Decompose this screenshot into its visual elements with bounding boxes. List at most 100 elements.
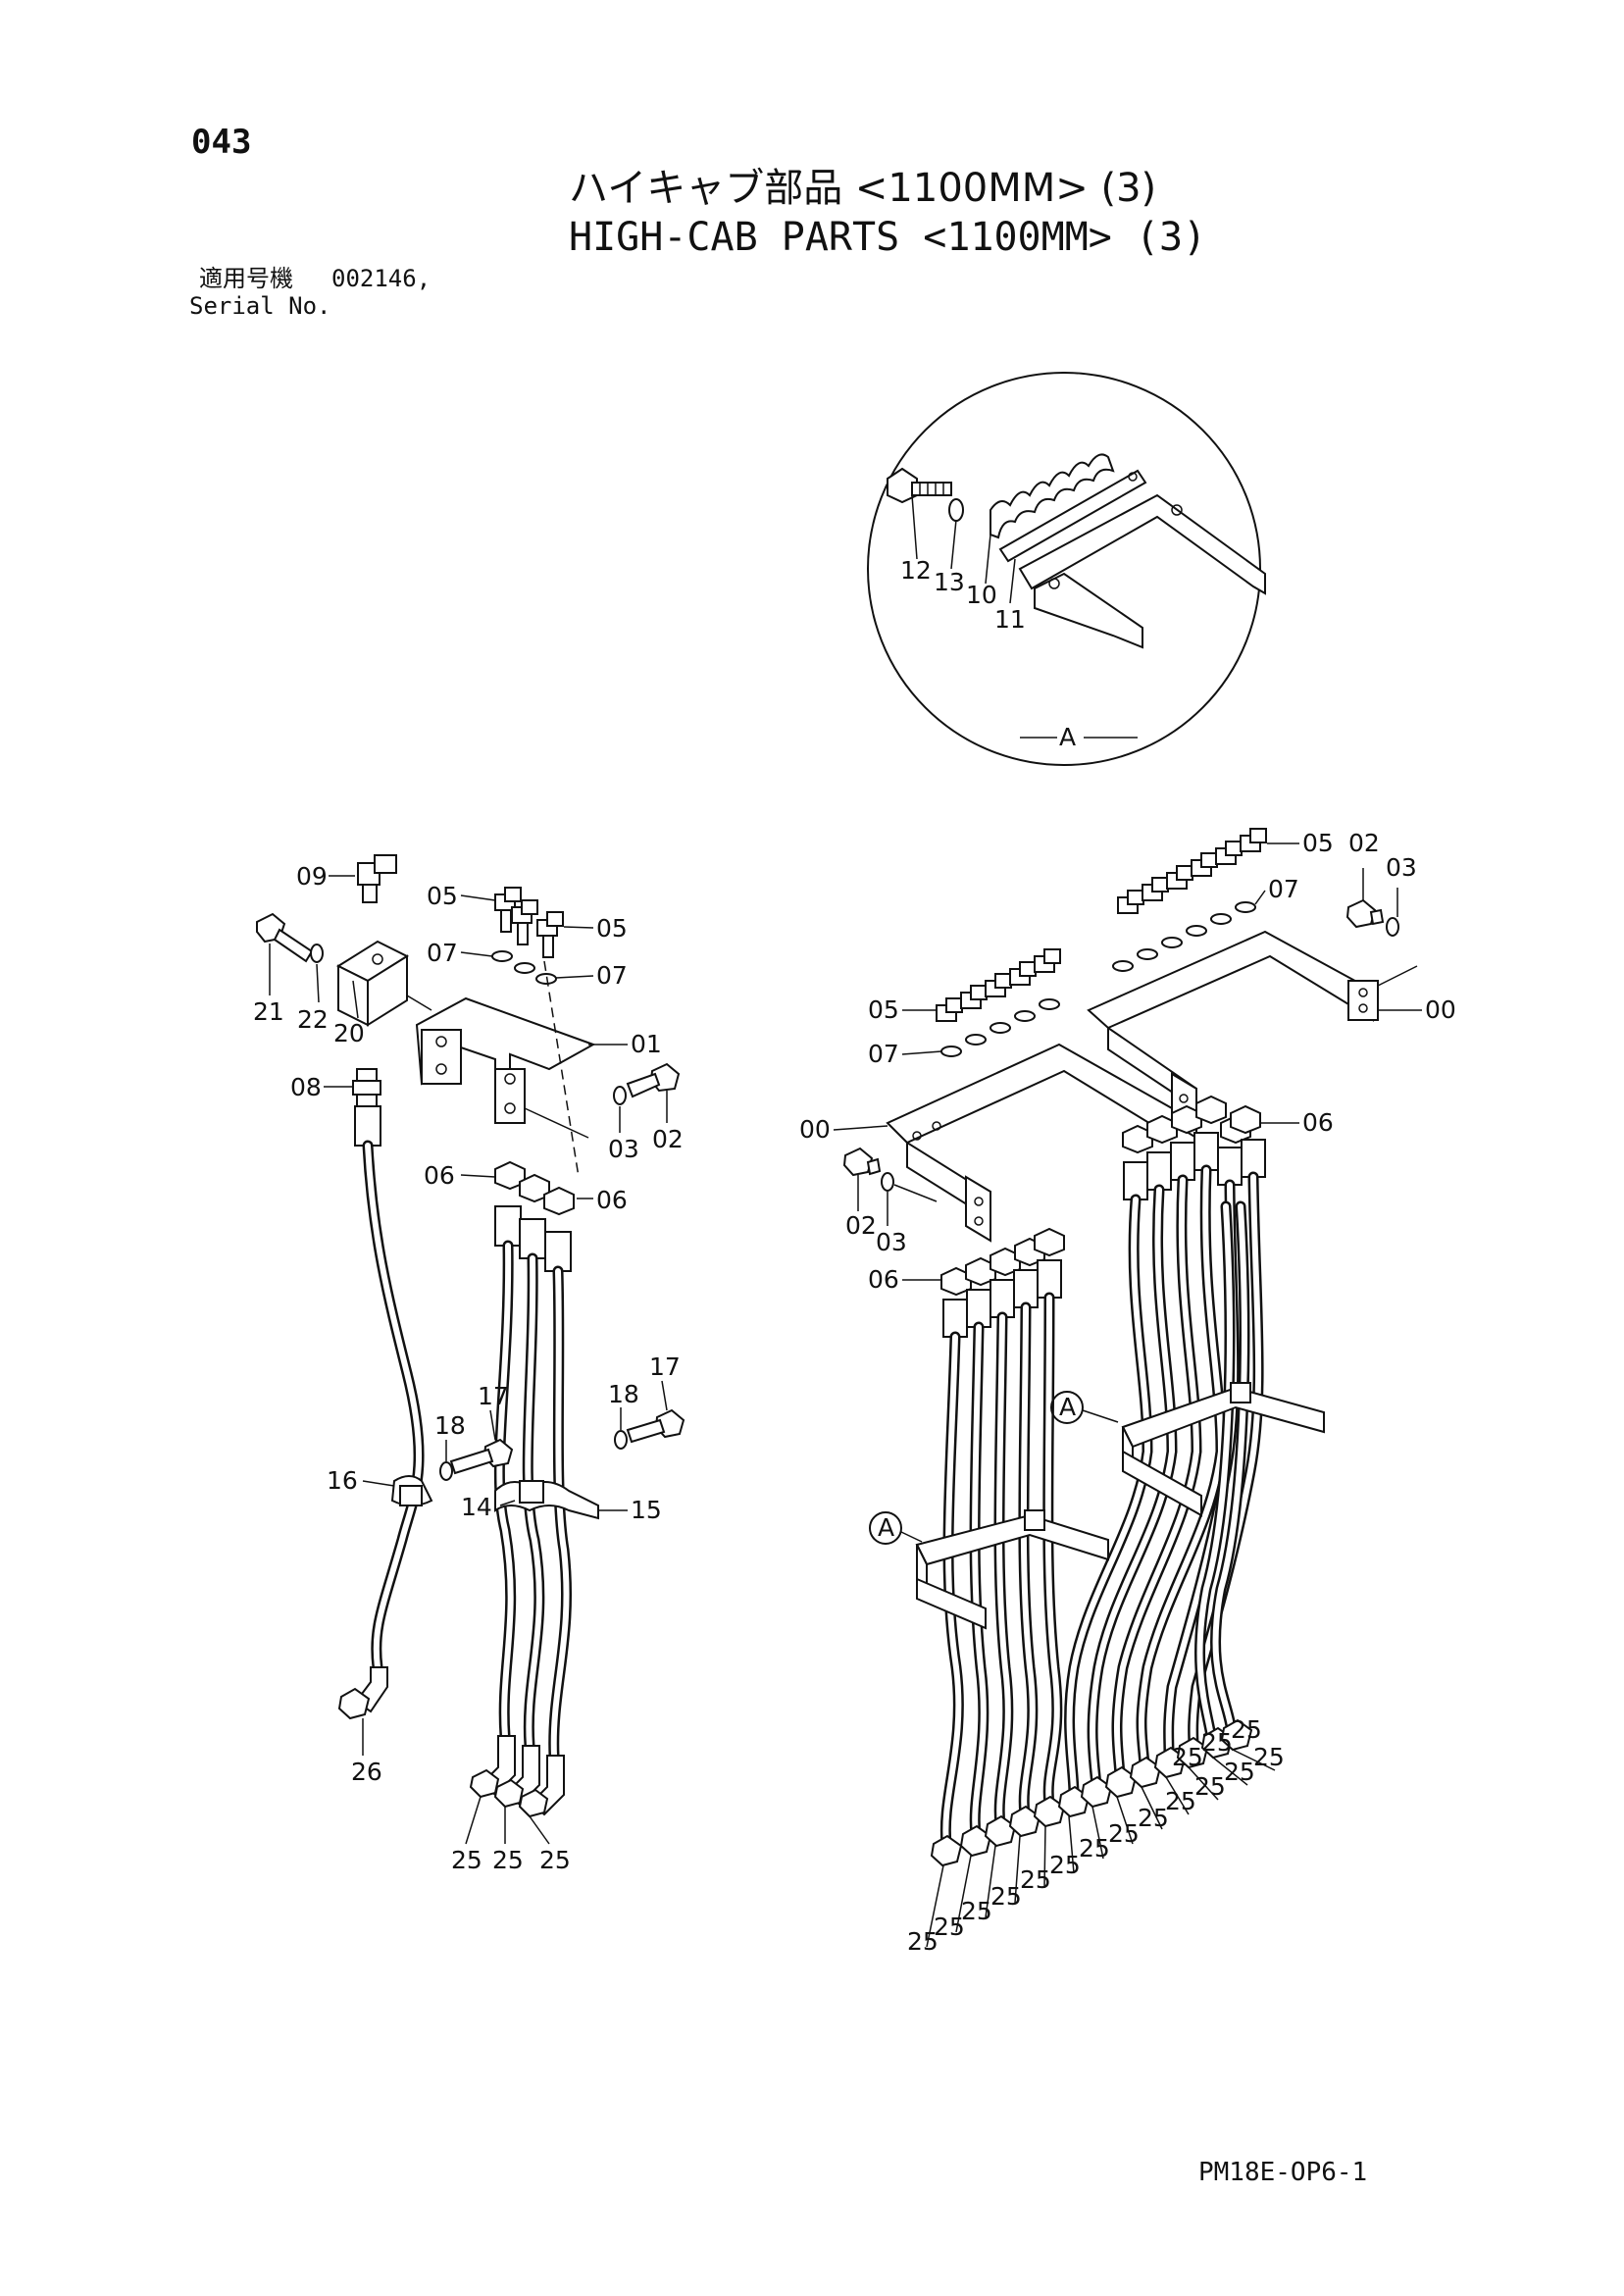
left-washer-18a — [439, 1461, 453, 1481]
callout-left-07b: 07 — [596, 961, 628, 990]
callout-left-25a: 25 — [451, 1846, 482, 1874]
callout-labels: 12 13 10 11 A 09 05 05 07 07 01 21 22 20… — [253, 556, 1456, 1956]
right-upper-bracket-00 — [1087, 930, 1418, 1140]
left-fittings-05 — [494, 887, 564, 958]
callout-right-a-lower: A — [878, 1513, 894, 1542]
detail-washer-13 — [948, 498, 964, 522]
right-assembly — [842, 828, 1418, 1867]
detail-bolt-12 — [887, 467, 952, 504]
detail-bracket — [1018, 493, 1266, 595]
callout-right-25-9: 25 — [1020, 1865, 1051, 1894]
callout-detail-10: 10 — [966, 581, 997, 609]
right-clamp-lower — [915, 1509, 1109, 1630]
left-bolt-21 — [256, 912, 314, 963]
left-hoses — [469, 1240, 573, 1818]
left-bolt-17a — [449, 1438, 514, 1475]
view-a-marker-upper — [1050, 1391, 1084, 1424]
serial-label-japanese: 適用号機 — [199, 265, 293, 292]
callout-right-05b: 05 — [868, 995, 899, 1024]
callout-left-02: 02 — [652, 1125, 684, 1153]
right-elbow-fittings-25 — [930, 1718, 1253, 1867]
view-a-marker-lower — [869, 1511, 902, 1545]
callout-left-05b: 05 — [596, 914, 628, 943]
callout-right-25-2: 25 — [1224, 1758, 1255, 1786]
callout-right-02a: 02 — [1348, 829, 1380, 857]
right-lower-fittings-05 — [936, 948, 1061, 1022]
callout-left-05a: 05 — [427, 882, 458, 910]
callout-left-25c: 25 — [539, 1846, 571, 1874]
left-hose-26 — [337, 1105, 425, 1720]
detail-plate-11 — [998, 469, 1147, 563]
callout-right-25-15: 25 — [1201, 1728, 1233, 1757]
detail-circle — [867, 372, 1261, 766]
callout-left-14: 14 — [461, 1493, 492, 1521]
left-washer-03 — [613, 1086, 627, 1105]
serial-number-value: 002146, — [331, 265, 431, 292]
callout-right-25-7: 25 — [1079, 1834, 1110, 1862]
callout-left-09: 09 — [296, 862, 328, 891]
callout-right-06b: 06 — [868, 1265, 899, 1294]
callout-detail-11: 11 — [994, 605, 1026, 634]
right-hose-ends-upper — [1123, 1132, 1266, 1200]
left-assembly — [256, 854, 685, 1818]
callout-right-25-16: 25 — [1231, 1715, 1262, 1744]
right-nuts-06-lower — [940, 1227, 1065, 1297]
callout-right-25-14: 25 — [1172, 1743, 1203, 1771]
callout-left-16: 16 — [327, 1466, 358, 1495]
title-japanese: ハイキャブ部品 <1100MM> (3) — [569, 166, 1157, 211]
callout-left-17b: 17 — [649, 1352, 681, 1381]
callout-left-26: 26 — [351, 1758, 382, 1786]
callout-right-25-8: 25 — [1049, 1851, 1081, 1879]
title-english: HIGH-CAB PARTS <1100MM> (3) — [569, 215, 1207, 260]
callout-left-07a: 07 — [427, 939, 458, 967]
right-washer-03-upper — [1386, 917, 1399, 937]
callout-right-25-10: 25 — [990, 1882, 1022, 1911]
callout-right-07a: 07 — [1268, 875, 1299, 903]
left-bolt-02 — [626, 1062, 681, 1098]
drawing-code: PM18E-OP6-1 — [1198, 2158, 1368, 2187]
callout-right-25-13: 25 — [907, 1927, 939, 1956]
callout-right-00b: 00 — [799, 1115, 831, 1144]
callout-left-03: 03 — [608, 1135, 639, 1163]
right-nuts-06-upper — [1122, 1095, 1261, 1154]
leader-lines — [269, 842, 1422, 1948]
callout-left-15: 15 — [631, 1496, 662, 1524]
callout-left-06b: 06 — [596, 1186, 628, 1214]
right-hoses — [939, 1164, 1264, 1850]
left-block-20 — [335, 940, 432, 1027]
callout-left-20: 20 — [333, 1019, 365, 1047]
callout-left-22: 22 — [297, 1005, 329, 1034]
callout-left-08: 08 — [290, 1073, 322, 1101]
right-upper-fittings-05 — [1117, 828, 1267, 914]
callout-right-03a: 03 — [1386, 853, 1417, 882]
right-upper-washers-07 — [1112, 901, 1256, 972]
callout-right-07b: 07 — [868, 1040, 899, 1068]
callout-detail-13: 13 — [934, 568, 965, 596]
right-lower-bracket-00 — [886, 1043, 1173, 1243]
callout-right-25-1: 25 — [1253, 1743, 1285, 1771]
callout-right-25-5: 25 — [1138, 1804, 1169, 1832]
callout-right-06a: 06 — [1302, 1108, 1334, 1137]
view-a-pointer-lower — [900, 1531, 923, 1543]
callout-right-25-3: 25 — [1194, 1772, 1226, 1801]
left-washer-22 — [310, 944, 324, 963]
callout-right-25-6: 25 — [1108, 1819, 1140, 1848]
callout-left-21: 21 — [253, 997, 284, 1026]
right-bolt-02-upper — [1345, 898, 1385, 929]
callout-left-17a: 17 — [478, 1382, 509, 1410]
callout-left-01: 01 — [631, 1030, 662, 1058]
serial-label-english: Serial No. — [189, 292, 331, 320]
page-number: 043 — [191, 123, 252, 162]
left-clamp-16 — [390, 1475, 433, 1506]
callout-right-25-11: 25 — [961, 1897, 992, 1925]
callout-detail-a: A — [1059, 723, 1076, 751]
left-washer-18b — [614, 1430, 628, 1450]
right-lower-washers-07 — [940, 998, 1060, 1057]
callout-left-25b: 25 — [492, 1846, 524, 1874]
callout-detail-12: 12 — [900, 556, 932, 585]
left-washers-07 — [491, 950, 557, 985]
callout-right-05a: 05 — [1302, 829, 1334, 857]
callout-right-25-4: 25 — [1165, 1787, 1196, 1815]
view-a-pointer-upper — [1082, 1409, 1119, 1423]
